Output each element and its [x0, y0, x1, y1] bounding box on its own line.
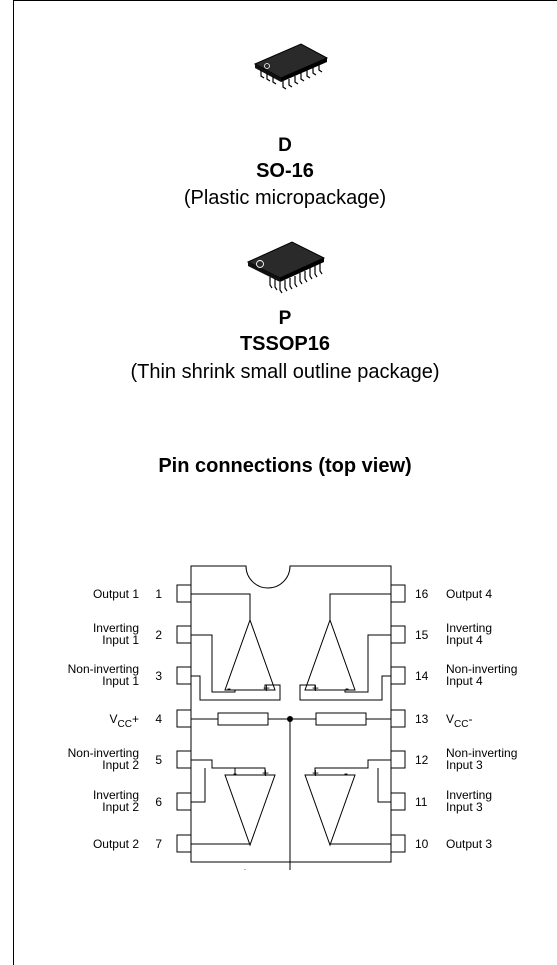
right-pin-label-14-line1: Non-inverting	[446, 662, 517, 676]
left-pin-label-4: VCC+	[110, 712, 139, 730]
right-pin-label-11-line1: Inverting	[446, 788, 492, 802]
right-pin-number-11: 11	[415, 795, 428, 809]
left-pin-label-5-line1: Non-inverting	[68, 746, 139, 760]
right-pin-number-13: 13	[415, 712, 429, 726]
left-pin-label-6-line1: Inverting	[93, 788, 139, 802]
junction-dot	[287, 716, 293, 722]
left-pin-label-5-line2: Input 2	[102, 758, 139, 772]
pin-connections-title: Pin connections (top view)	[158, 455, 412, 477]
right-pin-label-12-line2: Input 3	[446, 758, 483, 772]
left-pin-number-6: 6	[155, 795, 162, 809]
right-pin-label-15-line1: Inverting	[446, 621, 492, 635]
opamp1-minus: -	[227, 681, 231, 695]
right-pin-number-10: 10	[415, 837, 429, 851]
left-pin-label-2-line1: Inverting	[93, 621, 139, 635]
opamp4-minus: -	[345, 681, 349, 695]
package-p-description: (Thin shrink small outline package)	[130, 361, 440, 383]
left-pin-label-7: Output 2	[93, 837, 139, 851]
right-pin-label-14-line2: Input 4	[446, 674, 483, 688]
right-pin-number-16: 16	[415, 587, 429, 601]
opamp-4	[304, 618, 356, 691]
ic-body	[190, 565, 392, 863]
left-pin-number-5: 5	[155, 753, 162, 767]
left-pin-label-6-line2: Input 2	[102, 800, 139, 814]
opamp3-plus: +	[312, 766, 319, 780]
package-d-description: (Plastic micropackage)	[183, 187, 387, 209]
tssop16-package-image	[246, 241, 326, 294]
left-pin-number-7: 7	[155, 837, 162, 851]
left-pin-label-2-line2: Input 1	[102, 633, 139, 647]
package-d-name: SO-16	[256, 160, 314, 182]
opamp2-plus: +	[262, 766, 269, 780]
page-frame	[13, 0, 557, 965]
opamp1-plus: +	[263, 681, 270, 695]
left-pin-label-3-line2: Input 1	[102, 674, 139, 688]
package-p-letter: P	[278, 308, 292, 329]
opamp2-minus: -	[233, 766, 237, 780]
right-pin-number-14: 14	[415, 669, 429, 683]
opamp-3	[304, 774, 356, 847]
so16-package-image	[253, 43, 329, 90]
left-pin-number-4: 4	[155, 712, 162, 726]
opamp4-plus: +	[312, 681, 319, 695]
package-p-name: TSSOP16	[239, 333, 331, 355]
opamp-2	[224, 774, 276, 847]
right-pin-number-12: 12	[415, 753, 429, 767]
right-pin-number-15: 15	[415, 628, 429, 642]
right-pin-label-15-line2: Input 4	[446, 633, 483, 647]
right-pin-boxes	[390, 584, 406, 853]
opamp3-minus: -	[344, 766, 348, 780]
right-pin-label-11-line2: Input 3	[446, 800, 483, 814]
right-pin-label-10: Output 3	[446, 837, 492, 851]
right-pin-label-16: Output 4	[446, 587, 492, 601]
opamp-1	[224, 618, 276, 691]
internal-wiring	[191, 593, 391, 870]
right-pin-label-13: VCC-	[446, 712, 472, 730]
left-pin-boxes	[176, 584, 192, 853]
left-pin-number-2: 2	[155, 628, 162, 642]
left-pin-label-1: Output 1	[93, 587, 139, 601]
right-pin-label-12-line1: Non-inverting	[446, 746, 517, 760]
left-pin-number-3: 3	[155, 669, 162, 683]
left-pin-label-3-line1: Non-inverting	[68, 662, 139, 676]
package-d-letter: D	[278, 135, 292, 156]
left-pin-number-1: 1	[155, 587, 162, 601]
